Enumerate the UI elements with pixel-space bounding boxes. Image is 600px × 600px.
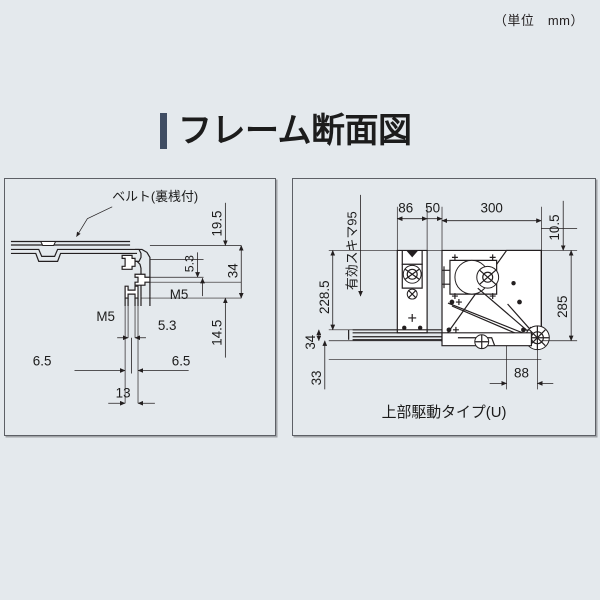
upper-drive-type-panel: 有効スキマ95 228.5 34 33 86 50 300 — [292, 178, 596, 436]
page-title: フレーム断面図 — [160, 108, 412, 154]
drive-type-caption: 上部駆動タイプ(U) — [382, 404, 507, 421]
frame-cross-section-panel: ベルト(裏桟付) 19.5 34 14.5 5 — [4, 178, 276, 436]
dim-228-5: 228.5 — [317, 280, 332, 313]
thread-label-lower: M5 — [96, 309, 115, 324]
dim-34: 34 — [225, 263, 240, 278]
dim-285: 285 — [555, 296, 570, 318]
dim-5-3-lower: 5.3 — [158, 318, 177, 333]
dim-5-3-upper: 5.3 — [183, 255, 197, 272]
dim-88: 88 — [514, 365, 529, 380]
dim-19-5: 19.5 — [209, 211, 224, 237]
belt-profile — [10, 240, 136, 262]
frame-cross-section-drawing: ベルト(裏桟付) 19.5 34 14.5 5 — [10, 189, 244, 406]
dim-86: 86 — [398, 201, 413, 216]
title-accent-bar — [160, 113, 167, 149]
vertical-dimension-group: 19.5 34 14.5 5.3 M5 M5 — [96, 202, 244, 358]
horizontal-dimension-group: 5.3 6.5 6.5 13 — [33, 306, 191, 406]
dim-10-5: 10.5 — [547, 214, 562, 240]
belt-label-leader — [76, 206, 113, 237]
dim-13: 13 — [116, 385, 131, 400]
dim-14-5: 14.5 — [209, 320, 224, 346]
thread-label-upper: M5 — [170, 287, 189, 302]
dimension-annotations: 有効スキマ95 228.5 34 33 86 50 300 — [303, 194, 578, 390]
upper-drive-type-drawing: 有効スキマ95 228.5 34 33 86 50 300 — [303, 194, 578, 421]
frame-extrusion-profile — [121, 248, 151, 307]
drive-unit-assembly — [348, 249, 550, 351]
unit-note: （単位 mm） — [493, 13, 584, 28]
clearance-label: 有効スキマ95 — [345, 211, 360, 290]
belt-label: ベルト(裏桟付) — [112, 189, 198, 204]
page-title-text: フレーム断面図 — [178, 112, 412, 150]
dim-6-5-left: 6.5 — [33, 354, 52, 369]
dim-34-right: 34 — [303, 334, 318, 349]
dim-50: 50 — [425, 201, 440, 216]
dim-6-5-right: 6.5 — [172, 354, 191, 369]
dim-300: 300 — [481, 201, 503, 216]
dim-33: 33 — [309, 370, 324, 385]
